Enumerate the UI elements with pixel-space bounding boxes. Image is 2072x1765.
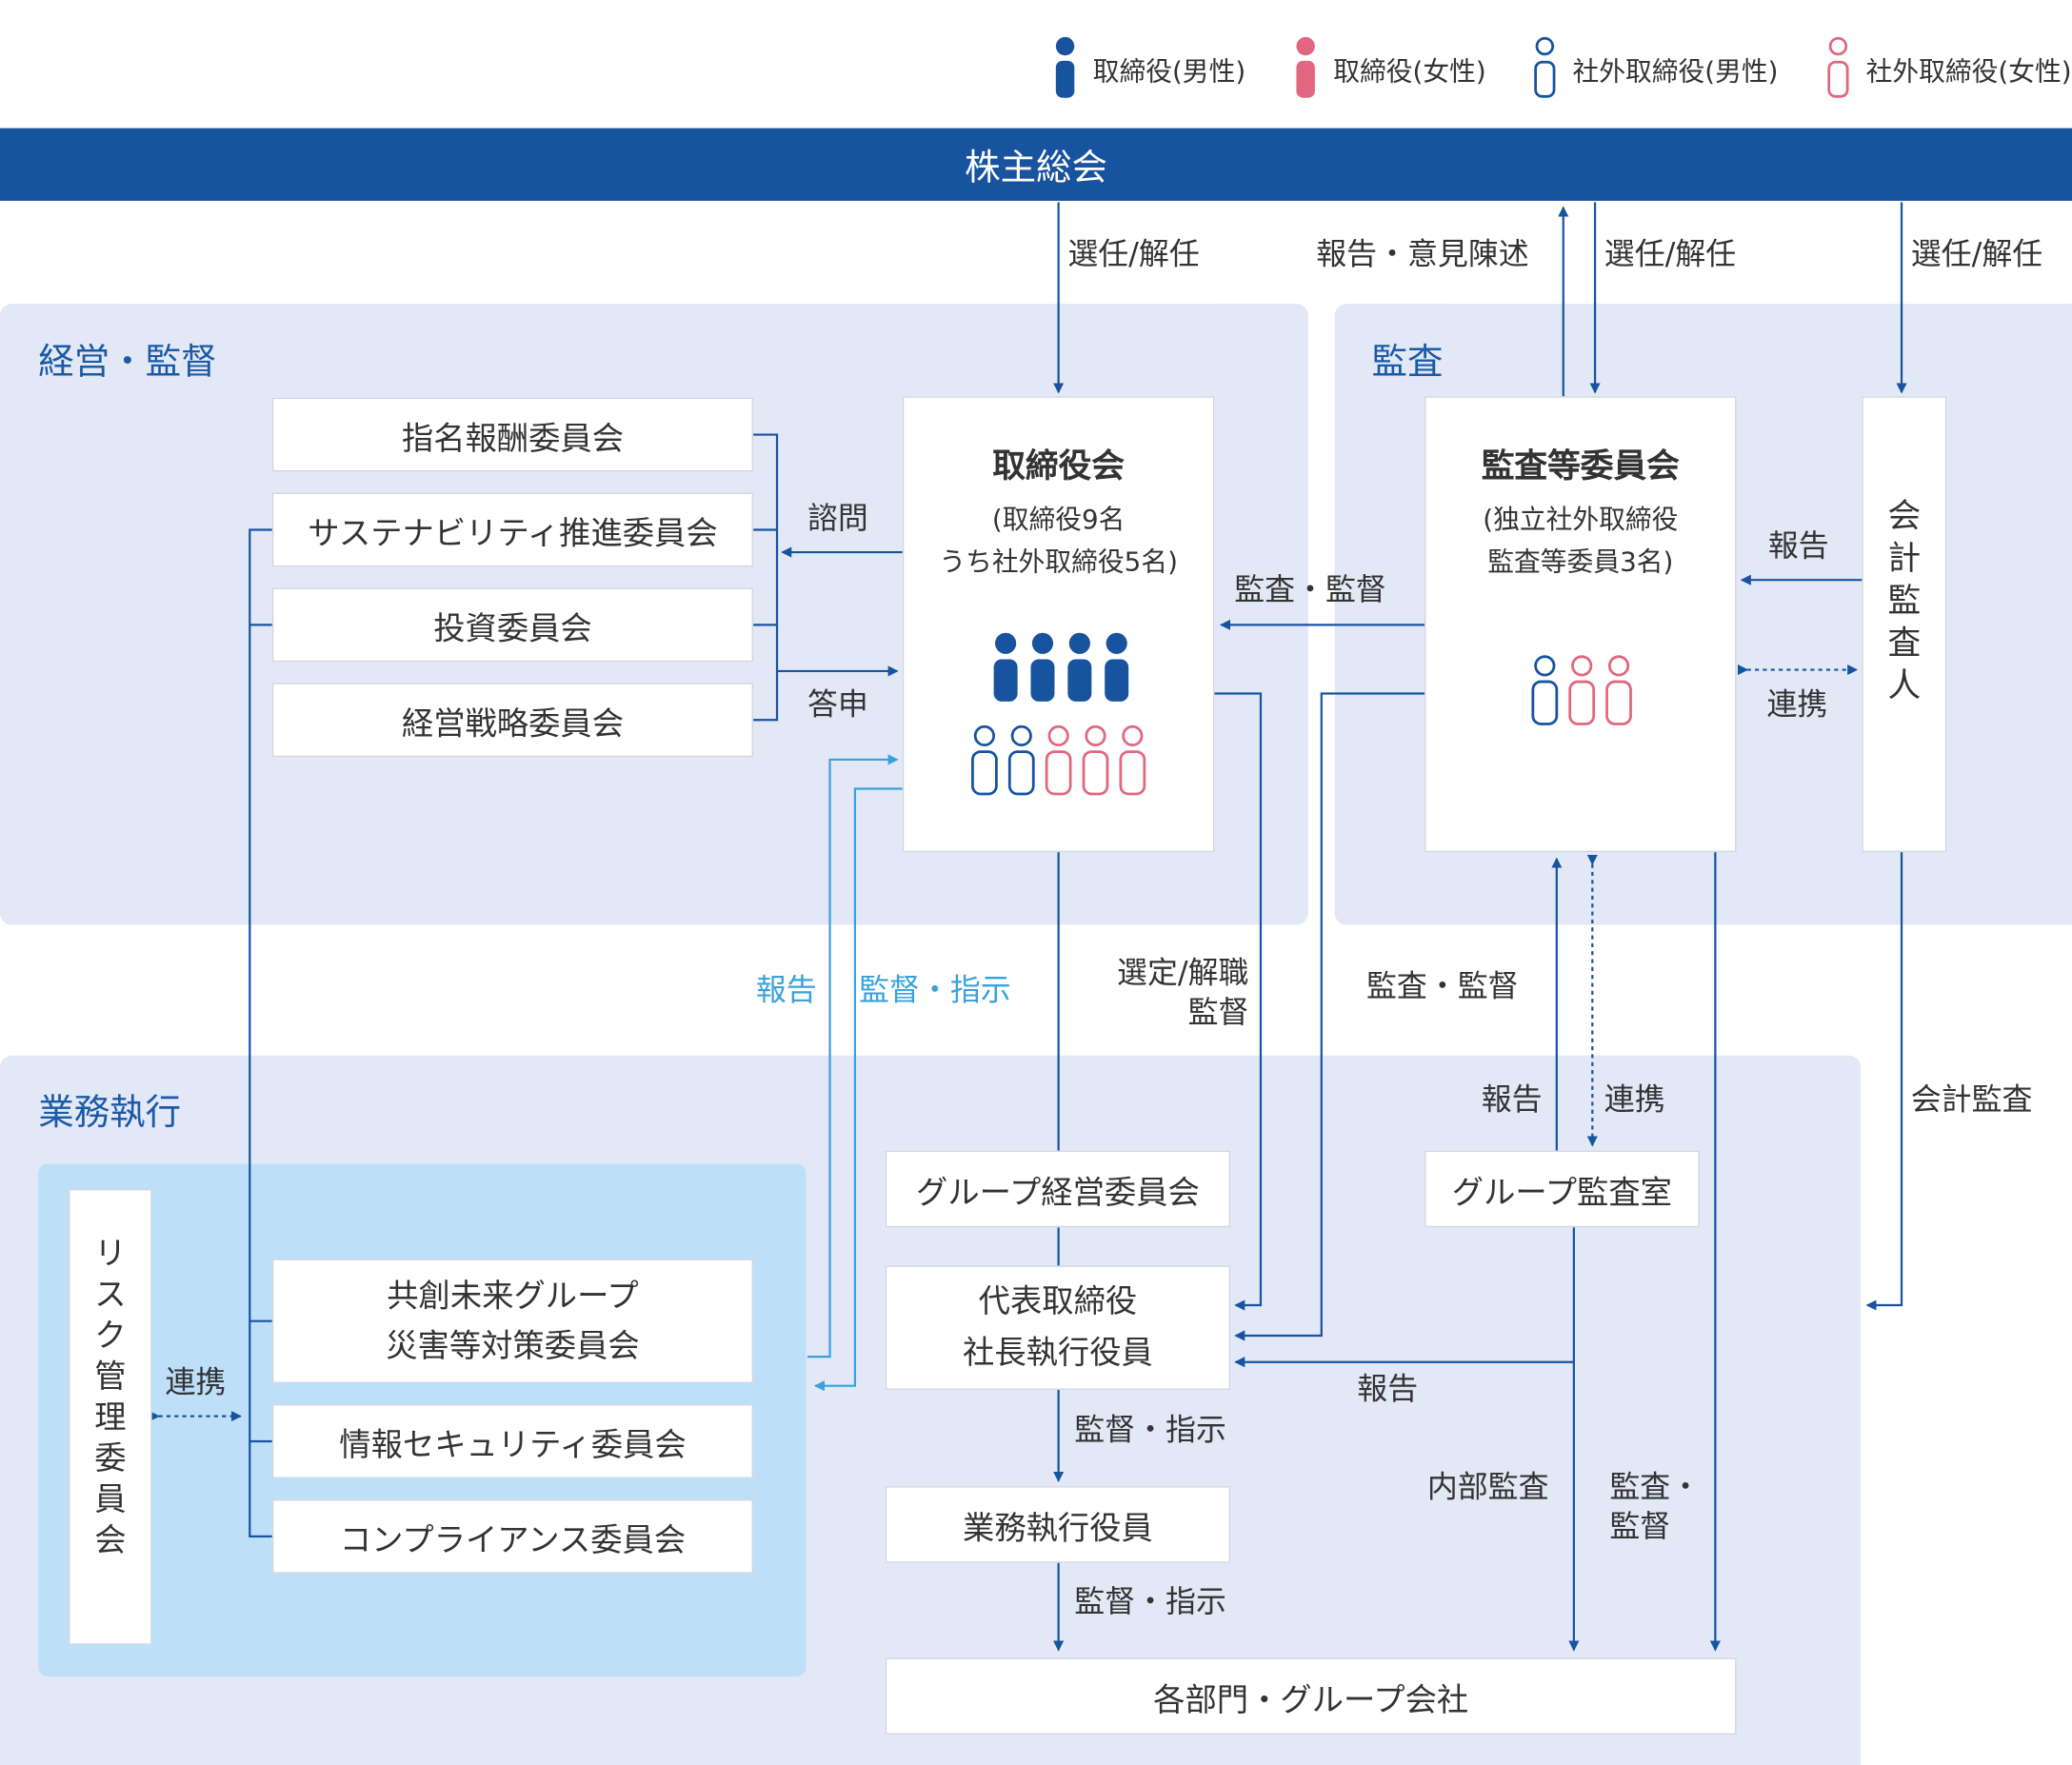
accounting-auditor: 会計監査人 <box>1862 396 1947 853</box>
management-title: 経営・監督 <box>38 342 217 384</box>
select-dismiss-text: 選定/解職 <box>1117 956 1249 991</box>
execution-title: 業務執行 <box>38 1092 182 1134</box>
disaster-committee-line2: 災害等対策委員会 <box>386 1327 640 1365</box>
audit-committee-members <box>1531 655 1632 725</box>
sustainability-committee: サステナビリティ推進委員会 <box>271 492 754 567</box>
answer-label: 答申 <box>807 687 868 724</box>
legend-label: 取締役(女性) <box>1333 55 1486 88</box>
accounting-auditor-char: 人 <box>1887 665 1922 704</box>
report-blue-label: 報告 <box>755 973 817 1008</box>
audit-committee-title: 監査等委員会 <box>1481 446 1680 486</box>
strategy-committee: 経営戦略委員会 <box>271 683 754 758</box>
board-title: 取締役会 <box>992 446 1126 486</box>
legend-label: 社外取締役(男性) <box>1572 55 1779 88</box>
group-audit-office: グループ監査室 <box>1424 1150 1700 1228</box>
disaster-committee-line1: 共創未来グループ <box>387 1277 639 1315</box>
risk-management-char: 理 <box>94 1398 127 1437</box>
accounting-auditor-char: 会 <box>1887 496 1922 536</box>
elect-auditor-label: 選任/解任 <box>1910 237 2043 272</box>
president-report-label: 報告 <box>1357 1372 1419 1407</box>
shareholders-meeting: 株主総会 <box>0 128 2072 201</box>
consult-label: 諮問 <box>807 502 868 537</box>
legend-outside-male-icon <box>1534 36 1556 98</box>
group-audit-cooperate-label: 連携 <box>1604 1082 1665 1118</box>
outside-director-female-icon <box>1119 724 1146 796</box>
audit-supervise-bottom-line2: 監督 <box>1609 1510 1671 1545</box>
legend-label: 取締役(男性) <box>1092 55 1246 88</box>
supervise-instruct-1-label: 監督・指示 <box>1074 1413 1226 1448</box>
audit-supervise-bottom-label: 監査・ 監督 <box>1609 1468 1701 1547</box>
president-ceo: 代表取締役 社長執行役員 <box>885 1265 1231 1390</box>
board-of-directors: 取締役会 (取締役9名 うち社外取締役5名) <box>902 396 1215 853</box>
board-members <box>971 632 1146 796</box>
group-audit-report-label: 報告 <box>1481 1082 1543 1118</box>
board-sub1: (取締役9名 <box>991 503 1126 536</box>
outside-director-female-icon <box>1568 655 1596 725</box>
supervise-text: 監督 <box>1187 996 1249 1031</box>
group-management-committee: グループ経営委員会 <box>885 1150 1231 1228</box>
outside-director-female-icon <box>1605 655 1632 725</box>
risk-management-char: 管 <box>94 1358 127 1396</box>
elect-audit-label: 選任/解任 <box>1604 237 1737 272</box>
infosec-committee: 情報セキュリティ委員会 <box>271 1404 754 1478</box>
nomination-compensation-committee: 指名報酬委員会 <box>271 397 754 472</box>
risk-management-label: リスク管理委員会 <box>94 1234 126 1561</box>
outside-director-male-icon <box>1531 655 1559 725</box>
audit-committee-sub1: (独立社外取締役 <box>1483 503 1679 536</box>
supervise-instruct-2-label: 監督・指示 <box>1074 1585 1226 1620</box>
divisions-group-companies: 各部門・グループ会社 <box>885 1657 1737 1735</box>
internal-audit-label: 内部監査 <box>1426 1470 1549 1505</box>
outside-director-female-icon <box>1045 724 1072 796</box>
president-line2: 社長執行役員 <box>963 1334 1153 1372</box>
audit-committee: 監査等委員会 (独立社外取締役 監査等委員3名) <box>1424 396 1737 853</box>
supervise-instruct-blue-label: 監督・指示 <box>859 973 1011 1008</box>
outside-director-female-icon <box>1082 724 1109 796</box>
audit-supervise-board-label: 監査・監督 <box>1234 573 1386 608</box>
director-male-icon <box>1105 632 1129 702</box>
director-male-icon <box>1067 632 1092 702</box>
compliance-committee: コンプライアンス委員会 <box>271 1499 754 1574</box>
director-male-icon <box>993 632 1018 702</box>
audit-supervise-mid-label: 監査・監督 <box>1365 969 1519 1004</box>
audit-title: 監査 <box>1371 342 1444 384</box>
legend-label: 社外取締役(女性) <box>1865 55 2072 88</box>
auditor-cooperate-label: 連携 <box>1766 687 1828 724</box>
legend-male-director-icon <box>1055 36 1075 98</box>
risk-management-char: リ <box>94 1235 127 1273</box>
risk-management-char: ス <box>94 1276 127 1314</box>
board-sub2: うち社外取締役5名) <box>939 545 1178 578</box>
investment-committee: 投資委員会 <box>271 587 754 663</box>
director-male-icon <box>1030 632 1055 702</box>
accounting-auditor-char: 計 <box>1887 539 1922 578</box>
outside-director-male-icon <box>971 724 998 796</box>
accounting-auditor-label: 会計監査人 <box>1887 495 1921 706</box>
risk-management-char: 会 <box>94 1521 127 1559</box>
select-dismiss-label: 選定/解職 監督 <box>1084 954 1248 1033</box>
audit-committee-sub2: 監査等委員3名) <box>1487 545 1674 578</box>
risk-management-char: 委 <box>94 1439 127 1477</box>
risk-management-committee: リスク管理委員会 <box>69 1188 152 1645</box>
risk-management-char: 員 <box>94 1480 127 1518</box>
executive-officers: 業務執行役員 <box>885 1486 1231 1563</box>
risk-cooperate-label: 連携 <box>165 1365 227 1400</box>
president-line1: 代表取締役 <box>978 1282 1138 1320</box>
legend-outside-female-icon <box>1827 36 1849 98</box>
auditor-report-label: 報告 <box>1767 529 1829 565</box>
disaster-committee: 共創未来グループ 災害等対策委員会 <box>271 1259 754 1383</box>
outside-director-male-icon <box>1007 724 1035 796</box>
accounting-auditor-char: 監 <box>1887 581 1922 620</box>
report-opinion-label: 報告・意見陳述 <box>1316 237 1529 272</box>
elect-board-label: 選任/解任 <box>1067 237 1200 272</box>
accounting-audit-label: 会計監査 <box>1910 1082 2033 1118</box>
audit-supervise-bottom-line1: 監査・ <box>1609 1470 1702 1505</box>
risk-management-char: ク <box>94 1317 127 1355</box>
legend-female-director-icon <box>1296 36 1315 98</box>
accounting-auditor-char: 査 <box>1887 623 1922 663</box>
